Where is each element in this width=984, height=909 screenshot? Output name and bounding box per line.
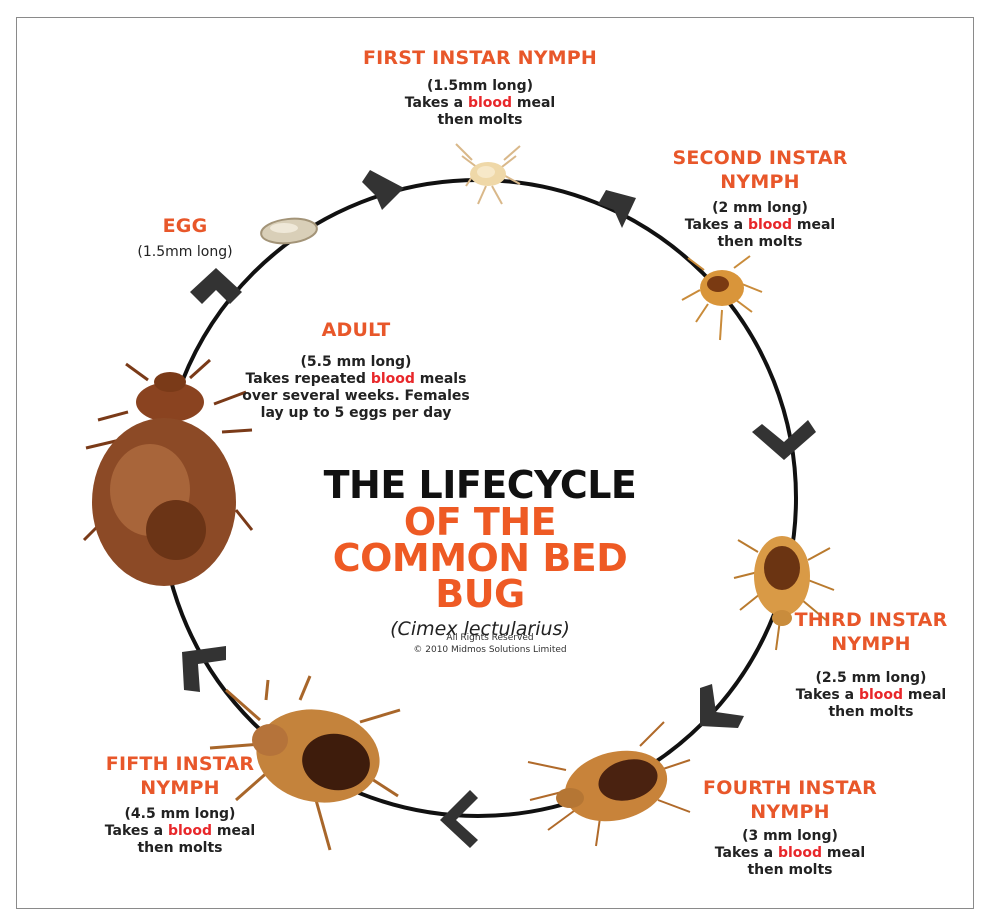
stage-second-instar: SECOND INSTAR NYMPH (2 mm long) Takes a … [660,146,860,251]
title-line-3: COMMON BED BUG [290,540,670,612]
stage-first-text2: meal [512,95,555,111]
title-line-1: THE LIFECYCLE [290,466,670,504]
stage-fifth-blood: blood [168,823,212,839]
copyright-line-1: All Rights Reserved [390,632,590,644]
stage-second-text: Takes a [685,217,748,233]
stage-third-size: (2.5 mm long) [776,670,966,687]
stage-egg-name: EGG [120,214,250,238]
stage-fourth-text2: meal [822,845,865,861]
stage-third-last: then molts [776,704,966,721]
stage-third-name1: THIRD INSTAR [776,608,966,632]
second-instar-bug-image [682,256,762,340]
fourth-instar-bug-image [528,722,690,846]
stage-fifth-last: then molts [80,840,280,857]
copyright-notice: All Rights Reserved © 2010 Midmos Soluti… [390,632,590,656]
stage-fifth-name2: NYMPH [80,776,280,800]
stage-second-name1: SECOND INSTAR [660,146,860,170]
stage-third-text: Takes a [796,687,859,703]
stage-fourth-last: then molts [690,862,890,879]
stage-fifth-text2: meal [212,823,255,839]
title-block: THE LIFECYCLE OF THE COMMON BED BUG (Cim… [290,466,670,640]
stage-fourth-name1: FOURTH INSTAR [690,776,890,800]
stage-adult-line4: lay up to 5 eggs per day [222,405,490,422]
stage-third-text2: meal [903,687,946,703]
stage-adult-blood: blood [371,371,415,387]
stage-egg-size: (1.5mm long) [120,244,250,261]
stage-first-text: Takes a [405,95,468,111]
stage-fifth-instar: FIFTH INSTAR NYMPH (4.5 mm long) Takes a… [80,752,280,857]
stage-adult-text2: meals [415,371,467,387]
stage-adult-size: (5.5 mm long) [222,354,490,371]
stage-second-size: (2 mm long) [660,200,860,217]
stage-fifth-name1: FIFTH INSTAR [80,752,280,776]
stage-fourth-size: (3 mm long) [690,828,890,845]
stage-fifth-size: (4.5 mm long) [80,806,280,823]
first-instar-bug-image [456,144,520,204]
copyright-line-2: © 2010 Midmos Solutions Limited [390,644,590,656]
stage-second-text2: meal [792,217,835,233]
stage-adult: ADULT (5.5 mm long) Takes repeated blood… [222,318,490,422]
stage-egg: EGG (1.5mm long) [120,214,250,261]
stage-fourth-name2: NYMPH [690,800,890,824]
stage-fourth-instar: FOURTH INSTAR NYMPH (3 mm long) Takes a … [690,776,890,879]
stage-first-blood: blood [468,95,512,111]
stage-first-size: (1.5mm long) [330,78,630,95]
stage-third-blood: blood [859,687,903,703]
stage-first-last: then molts [330,112,630,129]
stage-fourth-text: Takes a [715,845,778,861]
stage-third-instar: THIRD INSTAR NYMPH (2.5 mm long) Takes a… [776,608,966,721]
egg-image [260,216,318,246]
stage-fourth-blood: blood [778,845,822,861]
stage-adult-text: Takes repeated [246,371,371,387]
stage-second-blood: blood [748,217,792,233]
stage-first-name: FIRST INSTAR NYMPH [330,46,630,70]
stage-second-last: then molts [660,234,860,251]
stage-first-instar: FIRST INSTAR NYMPH (1.5mm long) Takes a … [330,46,630,129]
stage-adult-name: ADULT [222,318,490,342]
stage-second-name2: NYMPH [660,170,860,194]
stage-adult-line3: over several weeks. Females [222,388,490,405]
title-line-2: OF THE [290,504,670,540]
stage-fifth-text: Takes a [105,823,168,839]
stage-third-name2: NYMPH [776,632,966,656]
